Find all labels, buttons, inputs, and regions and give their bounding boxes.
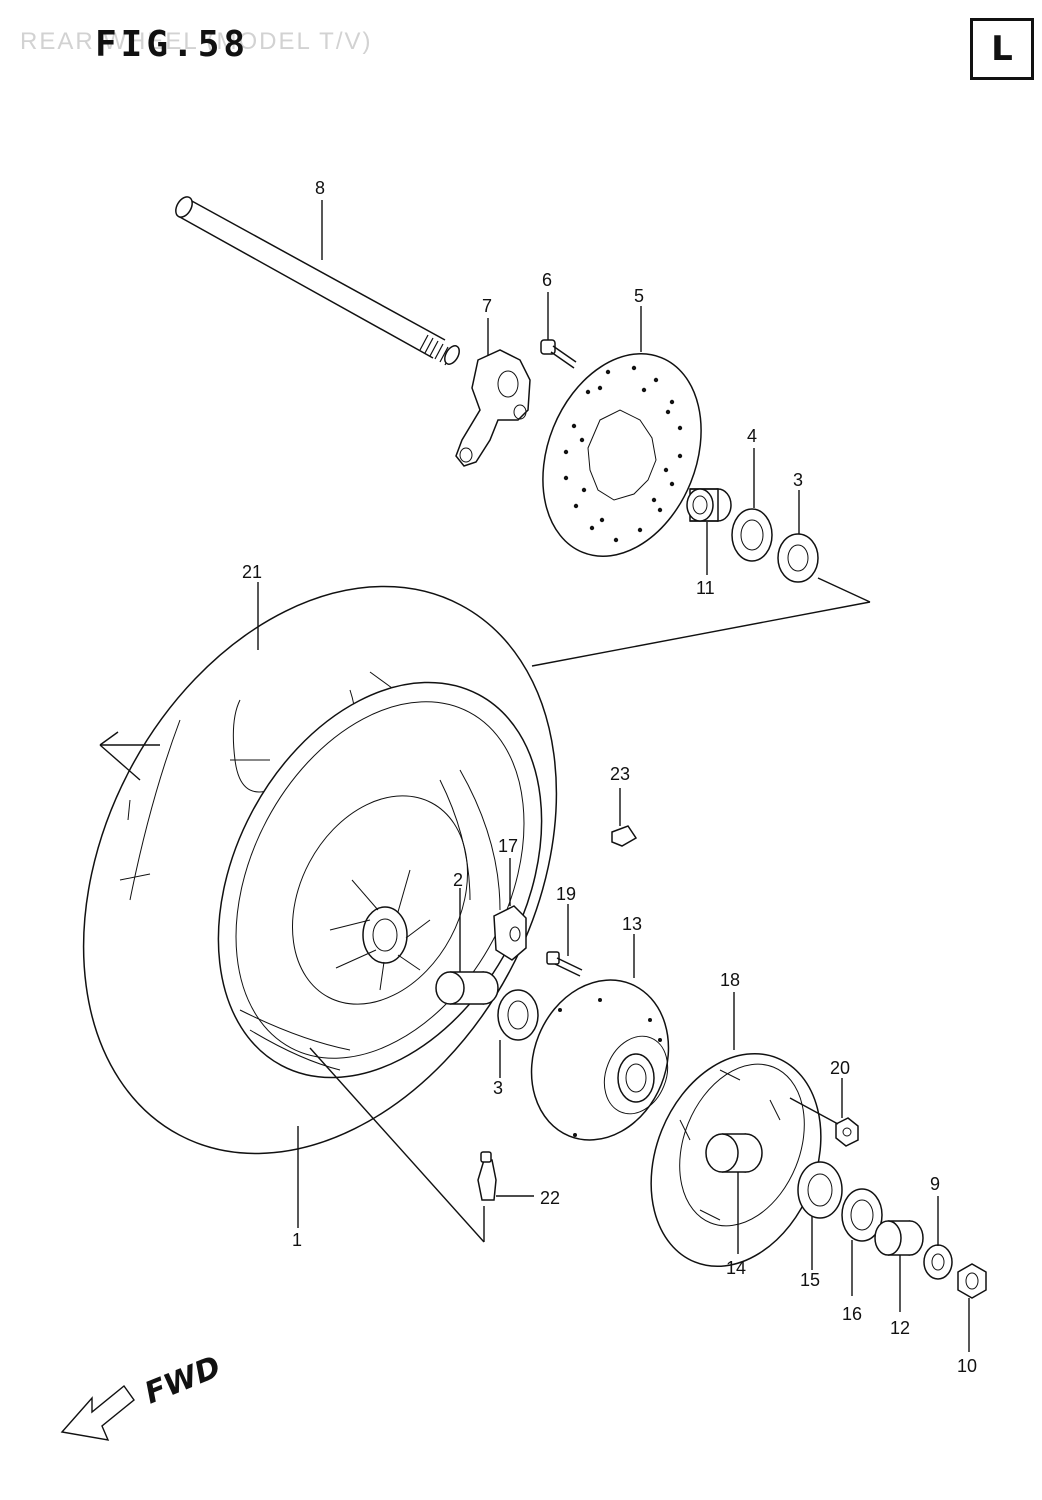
callout-18: 18: [720, 970, 740, 990]
callout-labels: 8 7 6 5 4 3 11 21 23 17 2 19 13 18 20 3 …: [242, 178, 977, 1376]
callout-19: 19: [556, 884, 576, 904]
clip-part-23[interactable]: [611, 825, 638, 847]
spacer-part-11[interactable]: [686, 488, 732, 522]
sprocket-carrier-part-13[interactable]: [508, 959, 692, 1161]
callout-22: 22: [540, 1188, 560, 1208]
nut-part-20[interactable]: [835, 1117, 859, 1147]
callout-23: 23: [610, 764, 630, 784]
faded-title: REAR WHEEL (MODEL T/V): [20, 28, 373, 55]
caliper-bracket-part-7[interactable]: [455, 349, 531, 467]
callout-6: 6: [542, 270, 552, 290]
fwd-label: FWD: [140, 1350, 226, 1412]
callout-3-lower: 3: [493, 1078, 503, 1098]
callout-20: 20: [830, 1058, 850, 1078]
callout-15: 15: [800, 1270, 820, 1290]
callout-13: 13: [622, 914, 642, 934]
damper-part-17[interactable]: [493, 905, 527, 961]
seal-part-16[interactable]: [841, 1188, 883, 1242]
bearing-part-3-upper[interactable]: [777, 533, 819, 583]
callout-11: 11: [696, 578, 715, 598]
washer-part-9[interactable]: [923, 1244, 953, 1280]
section-letter-badge: L: [970, 18, 1034, 80]
valve-part-22[interactable]: [477, 1151, 497, 1201]
callout-2: 2: [453, 870, 463, 890]
callout-4: 4: [747, 426, 757, 446]
callout-21: 21: [242, 562, 262, 582]
oil-seal-part-4[interactable]: [731, 508, 773, 562]
nut-part-10[interactable]: [957, 1263, 987, 1299]
bearing-part-15[interactable]: [797, 1161, 843, 1219]
callout-9: 9: [930, 1174, 940, 1194]
callout-14: 14: [726, 1258, 746, 1278]
hub-spacer-part-14[interactable]: [705, 1133, 763, 1173]
callout-1: 1: [292, 1230, 302, 1250]
callout-7: 7: [482, 296, 492, 316]
forward-direction-indicator: FWD: [60, 1350, 226, 1441]
bolt-part-19[interactable]: [546, 951, 583, 977]
arrow-forward-icon: [60, 1384, 135, 1441]
spacer-part-2[interactable]: [435, 971, 499, 1005]
bolt-part-6[interactable]: [540, 339, 577, 369]
figure-title: FIG.58: [95, 24, 250, 65]
callout-10: 10: [957, 1356, 977, 1376]
callout-17: 17: [498, 836, 518, 856]
callout-3-upper: 3: [793, 470, 803, 490]
brake-disc-part-5[interactable]: [514, 330, 730, 580]
bearing-part-3-lower[interactable]: [497, 989, 539, 1041]
axle-part-8[interactable]: [172, 194, 462, 367]
callout-12: 12: [890, 1318, 910, 1338]
leader-lines: [99, 200, 970, 1352]
callout-5: 5: [634, 286, 644, 306]
spacer-part-12[interactable]: [874, 1220, 924, 1256]
callout-8: 8: [315, 178, 325, 198]
callout-16: 16: [842, 1304, 862, 1324]
